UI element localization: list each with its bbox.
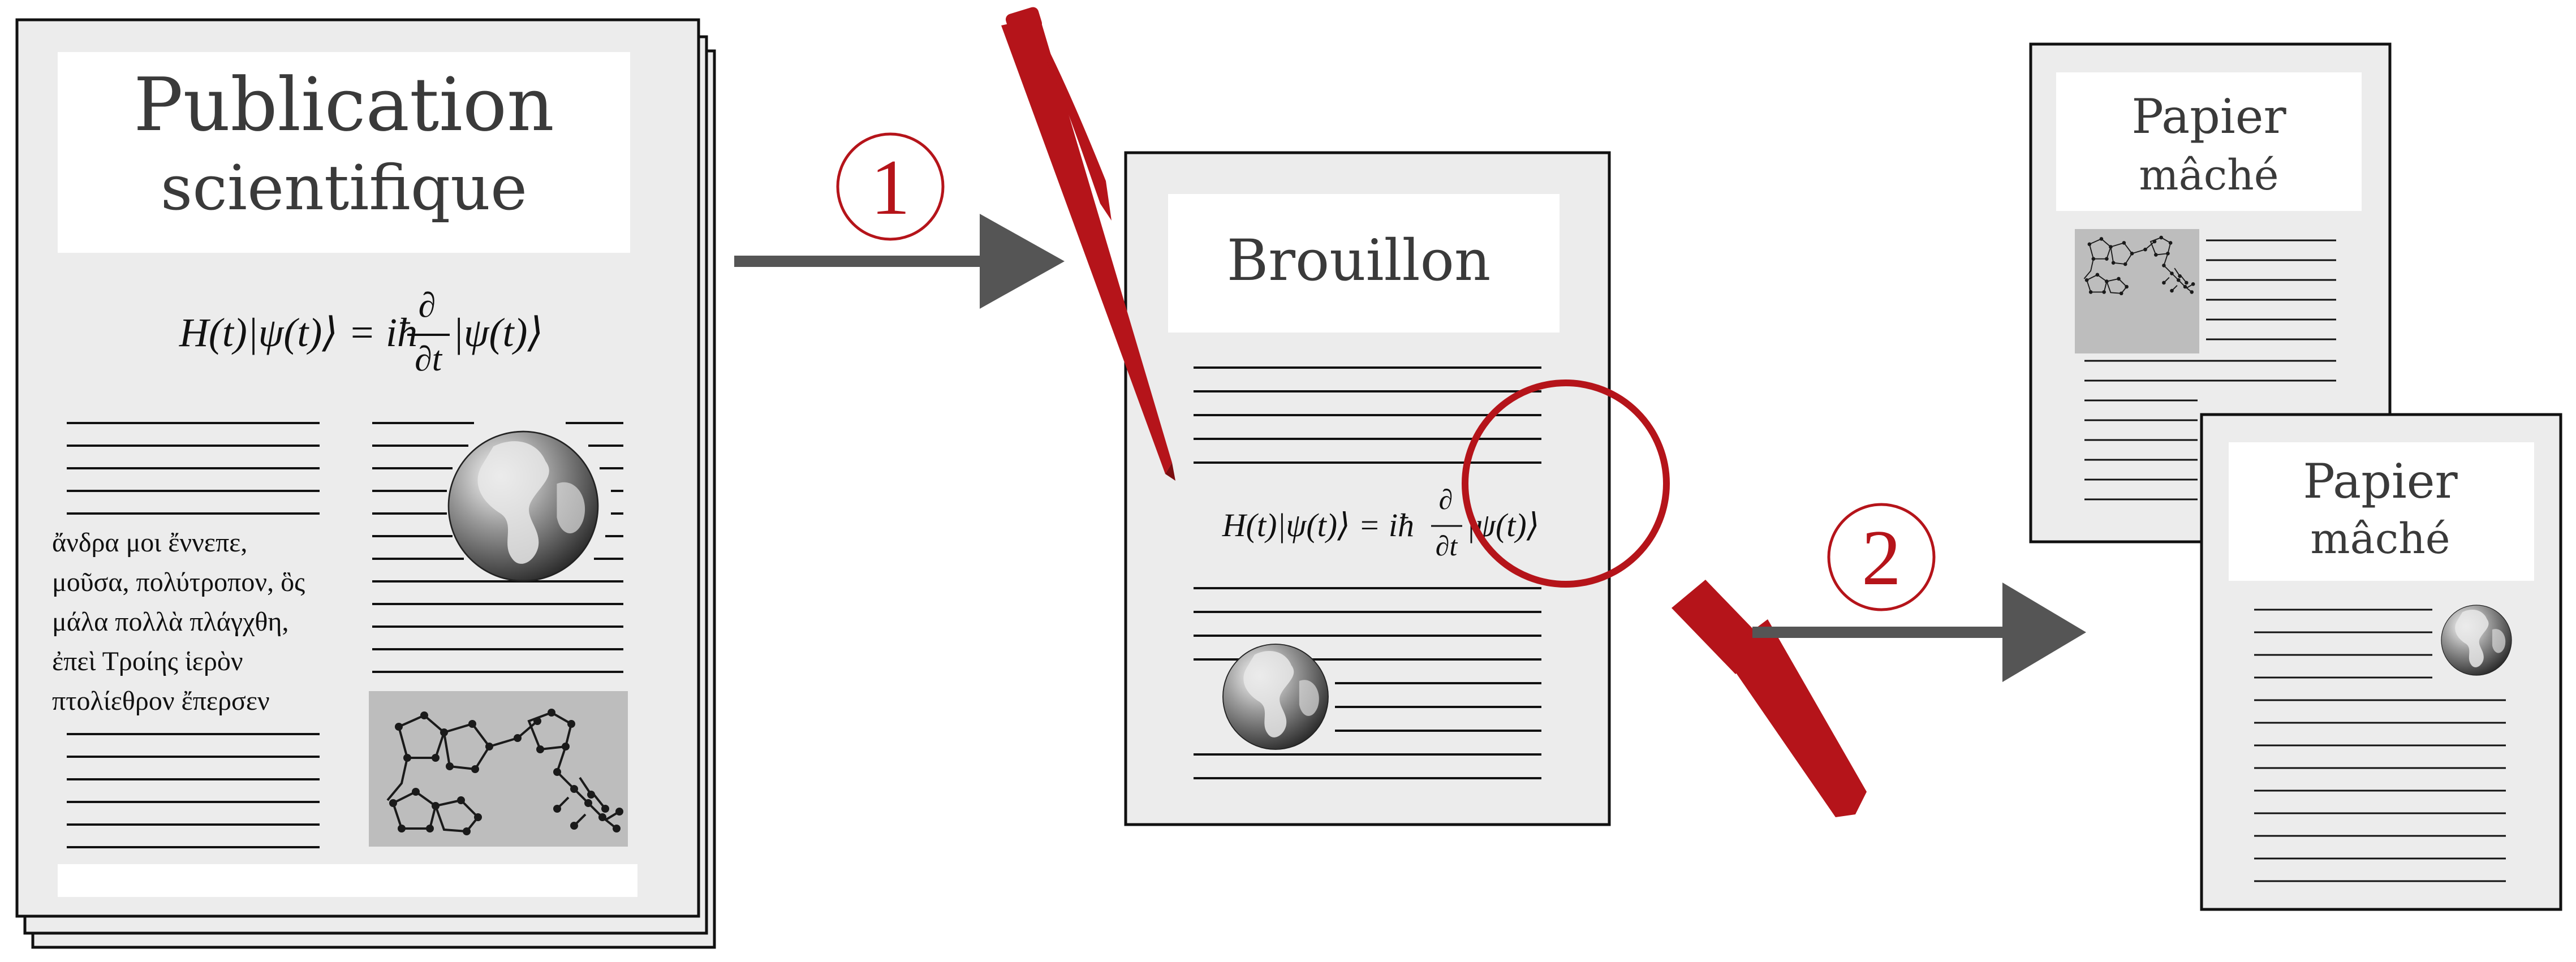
publication-stack: Publication scientifique H(t)|ψ(t)⟩ = iħ… [15,18,716,949]
publication-text-lines-right [372,422,623,673]
draft-title: Brouillon [1227,227,1491,294]
greek-text-block: ἄνδρα μοι ἔννεπε, μοῦσα, πολύτροπον, ὃς … [52,528,305,716]
papier-mache-back-text-lines [2084,239,2336,501]
equation-rhs: |ψ(t)⟩ [453,310,544,355]
papier-mache-front-title-box [2229,442,2534,581]
papier-mache-back-title-box [2056,72,2362,211]
globe-icon [2441,605,2512,676]
arrow-head [980,214,1065,309]
publication-text-lines-bottom-left [67,733,320,848]
papier-mache-front-title-line2: mâché [2310,515,2450,563]
arrow-step-2: 2 [1752,503,2086,682]
step-2-label: 2 [1862,514,1901,602]
arrow-step-1: 1 [734,132,1065,309]
equation-lhs: H(t)|ψ(t)⟩ = iħ [1222,507,1414,543]
equation-frac-bottom: ∂t [1436,530,1458,562]
arrow-head [2002,583,2086,682]
papier-mache-front-title-line1: Papier [2303,454,2458,509]
publication-title-line2: scientifique [161,152,527,224]
step-2-circle [1827,503,1936,611]
step-1-circle [836,132,945,241]
equation-frac-bottom: ∂t [415,340,443,378]
step-1-label: 1 [871,144,910,231]
magnifier-icon [1462,379,1867,817]
publication-title-line1: Publication [133,62,554,148]
draft-text-lines-top [1194,366,1541,464]
papier-mache-back-title-line1: Papier [2131,89,2286,144]
papier-mache-front-document: Papier mâché [2200,413,2562,911]
papier-mache-front-text-lines [2254,609,2506,882]
greek-line: πτολίεθρον ἔπερσεν [52,686,270,716]
draft-document: Brouillon H(t)|ψ(t)⟩ = iħ ∂ ∂t |ψ(t)⟩ [1124,151,1611,826]
pen-icon [1001,7,1175,481]
greek-line: ἄνδρα μοι ἔννεπε, [52,528,247,558]
publication-equation: H(t)|ψ(t)⟩ = iħ ∂ ∂t |ψ(t)⟩ [179,286,544,378]
greek-line: μοῦσα, πολύτροπον, ὃς [52,567,305,597]
globe-icon [1222,644,1329,750]
publication-title-box [58,52,630,253]
publication-footer-box [58,864,637,897]
papier-mache-back-title-line2: mâché [2139,151,2278,200]
molecule-figure-box [369,691,628,847]
greek-line: μάλα πολλὰ πλάγχθη, [52,607,289,637]
equation-lhs: H(t)|ψ(t)⟩ = iħ [179,310,417,355]
draft-equation: H(t)|ψ(t)⟩ = iħ ∂ ∂t |ψ(t)⟩ [1222,484,1540,562]
greek-line: ἐπεὶ Τροίης ἱερὸν [52,646,243,676]
globe-icon [447,430,599,582]
draft-text-lines-bottom [1194,587,1541,779]
equation-frac-top: ∂ [1439,484,1453,515]
equation-frac-top: ∂ [419,286,436,325]
publication-text-lines-top-left [67,422,320,515]
draft-title-box [1168,194,1560,333]
magnifier-lens [1462,379,1670,588]
molecule-figure-box [2075,229,2199,353]
